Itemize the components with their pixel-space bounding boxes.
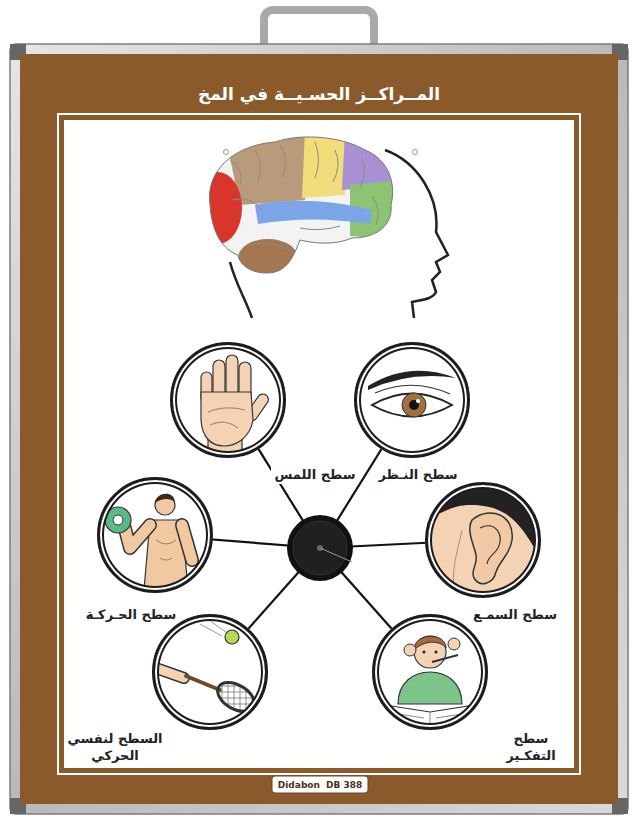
surface-label: سطح السمـع bbox=[470, 606, 560, 625]
sense-circle: سطح النـظر bbox=[354, 342, 470, 458]
surface-label: سطح اللمس bbox=[271, 466, 358, 485]
chart-title: المــراكــز الحسـيــة في المخ bbox=[0, 84, 638, 104]
surface-label: سطح النـظر bbox=[375, 466, 460, 485]
hand-icon bbox=[201, 355, 271, 468]
surface-label: السطح لنفسي الحركي bbox=[64, 730, 166, 766]
brand-badge-text: Didabon DB 388 bbox=[272, 776, 368, 793]
board-frame bbox=[10, 44, 628, 814]
sense-circle: سطح السمـع bbox=[425, 482, 541, 598]
model-number: DB 388 bbox=[326, 780, 362, 790]
eye-icon bbox=[368, 371, 456, 417]
panel-border bbox=[58, 114, 580, 774]
surface-label: سطح التفكـير bbox=[493, 730, 569, 766]
brand-badge bbox=[272, 776, 368, 793]
sense-circle: سطح التفكـير bbox=[372, 614, 488, 730]
ear-icon bbox=[425, 482, 541, 598]
circle-grounds bbox=[97, 342, 541, 730]
white-panel bbox=[64, 120, 574, 768]
strongman-icon bbox=[105, 494, 192, 590]
racket-icon bbox=[150, 618, 262, 720]
brand-name: Didabon bbox=[278, 780, 320, 790]
sense-circle: سطح الحـركـة bbox=[97, 477, 213, 593]
central-hub bbox=[287, 515, 353, 581]
reading-boy-icon bbox=[385, 636, 475, 737]
surface-label: سطح الحـركـة bbox=[83, 606, 179, 625]
sense-circle: السطح لنفسي الحركي bbox=[152, 614, 268, 730]
brown-board bbox=[20, 54, 618, 804]
brain-illustration bbox=[194, 130, 448, 318]
sense-circle: سطح اللمس bbox=[170, 342, 286, 458]
